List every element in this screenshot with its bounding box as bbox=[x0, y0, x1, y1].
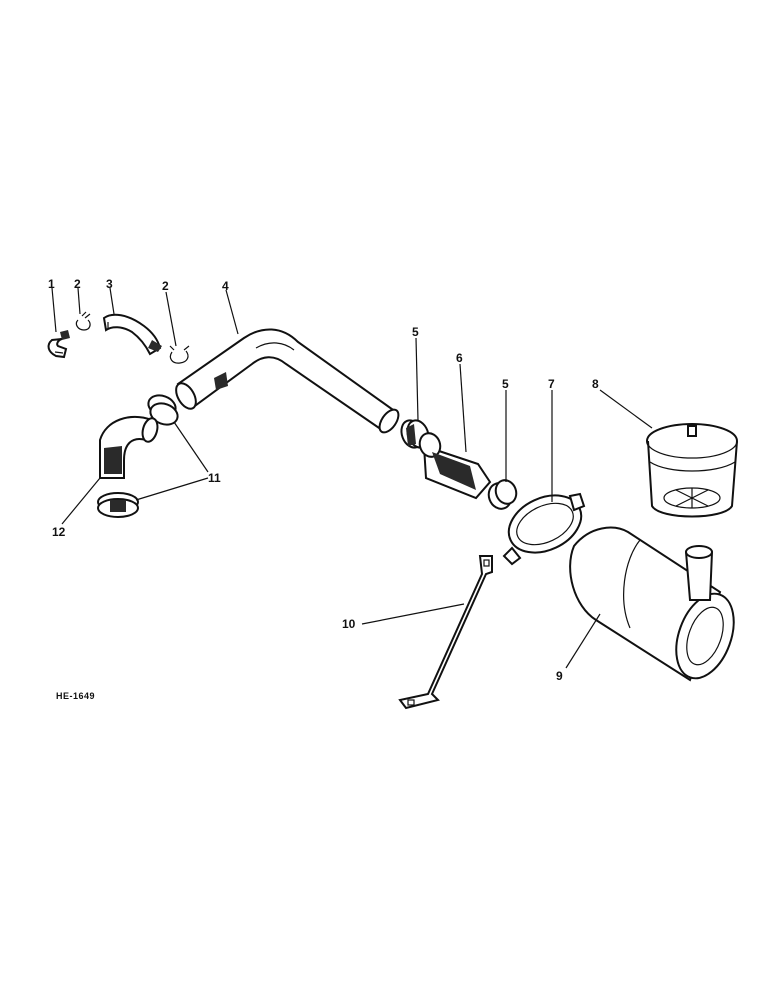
part-1-elbow-fitting bbox=[47, 330, 70, 359]
part-2-hose-clamp-left bbox=[75, 311, 91, 331]
callout-7: 7 bbox=[548, 377, 555, 391]
part-10-support-bracket bbox=[398, 555, 493, 710]
part-3-curved-hose bbox=[102, 313, 162, 356]
callout-9: 9 bbox=[556, 669, 563, 683]
callout-11: 11 bbox=[208, 471, 221, 485]
part-4-intake-pipe bbox=[175, 328, 400, 434]
part-12-elbow-hose bbox=[99, 415, 159, 479]
callout-8: 8 bbox=[592, 377, 599, 391]
callout-5-upper: 5 bbox=[412, 325, 419, 339]
leader-lines bbox=[51, 287, 653, 669]
callout-10: 10 bbox=[342, 617, 356, 631]
drawing-code: HE-1649 bbox=[56, 691, 95, 701]
callout-2-left: 2 bbox=[74, 277, 81, 291]
part-11-hose-clamps bbox=[97, 394, 179, 518]
callout-4: 4 bbox=[222, 279, 229, 293]
part-8-precleaner-cap bbox=[646, 423, 738, 518]
callout-5-lower: 5 bbox=[502, 377, 509, 391]
part-6-straight-hose bbox=[418, 432, 492, 500]
callout-labels: 1 2 3 2 4 5 6 5 7 8 9 10 11 12 bbox=[48, 277, 599, 683]
callout-2-right: 2 bbox=[162, 279, 169, 293]
callout-12: 12 bbox=[52, 525, 66, 539]
callout-1: 1 bbox=[48, 277, 55, 291]
part-2-hose-clamp-right bbox=[169, 345, 190, 364]
part-7-large-clamp bbox=[502, 492, 586, 566]
part-9-air-cleaner-body bbox=[569, 526, 735, 682]
callout-3: 3 bbox=[106, 277, 113, 291]
part-5-clamp-lower bbox=[487, 479, 518, 510]
callout-6: 6 bbox=[456, 351, 463, 365]
